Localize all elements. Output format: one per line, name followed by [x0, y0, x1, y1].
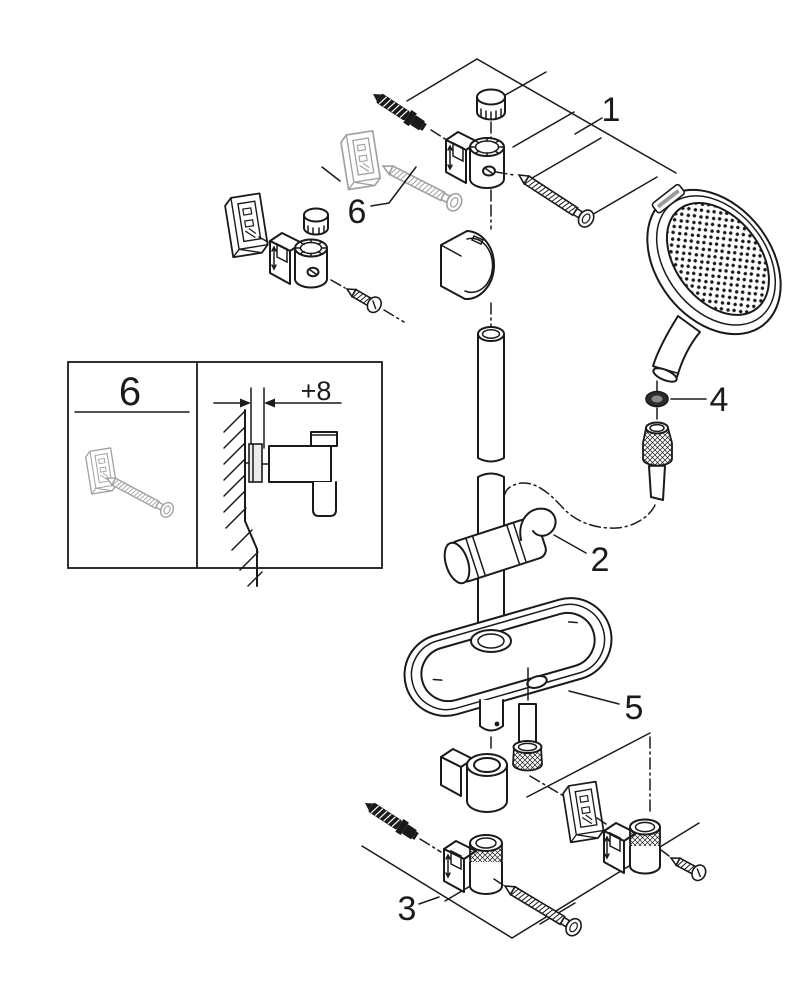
shower-rail-bottom-end: [479, 699, 504, 732]
mount-bracket-bottom: [443, 834, 503, 895]
group1-stair-lines: [499, 71, 658, 217]
clamp-cover: [440, 230, 495, 301]
holder-hook: [519, 507, 557, 541]
left-bracket-kit: [223, 192, 405, 323]
axis-dashdot: [383, 309, 405, 323]
wall-anchor-screw-bottom: [360, 796, 422, 844]
label2-leader: [553, 534, 587, 554]
label1-leader: [574, 117, 603, 135]
label3-leader: [418, 896, 440, 905]
short-screw-left: [342, 281, 385, 316]
axis-dashdot: [495, 171, 515, 176]
wall-bracket-right: [603, 818, 661, 875]
label6-bracket-line: [321, 166, 341, 182]
wall-plate-left: [223, 192, 270, 259]
group1-bracket-line: [406, 58, 677, 174]
rail-end-cap-top: [476, 88, 506, 121]
glide-element: [443, 507, 557, 585]
long-screw-bottom: [499, 877, 586, 940]
label-part3: 3: [398, 890, 417, 928]
wall-bracket-left: [269, 232, 328, 289]
wall-plate-right: [561, 780, 606, 844]
bottom-rail-bracket: [440, 748, 508, 813]
inset-assembly: [244, 431, 338, 517]
axis-dashdot: [330, 279, 346, 289]
label-part5: 5: [625, 689, 644, 727]
hose-washer: [645, 390, 669, 408]
hose-cone-nut: [642, 421, 673, 467]
soap-tray: [403, 597, 613, 717]
shower-rail: [477, 326, 505, 638]
long-screw-top: [513, 166, 598, 231]
inset-label-6: 6: [119, 370, 141, 414]
hand-shower: [646, 183, 782, 383]
label-part2: 2: [591, 541, 610, 579]
axis-dashdot: [596, 817, 607, 825]
top-bracket-kit: [368, 58, 677, 231]
rail-collar: [470, 629, 512, 653]
wall-anchor-screw-top: [368, 87, 430, 135]
inset-detail-box: [67, 361, 383, 587]
axis-dashdot: [430, 129, 451, 143]
short-screw-right: [666, 850, 710, 884]
inset-wall: [223, 409, 263, 587]
hose-bottom-end: [512, 667, 563, 796]
spacer-kit: [321, 129, 466, 215]
axis-dashdot: [660, 849, 670, 857]
label5-leader: [568, 690, 620, 705]
inset-label-offset: +8: [301, 376, 332, 406]
spacer-gray: [339, 129, 383, 191]
label-part6: 6: [348, 193, 367, 231]
label6-leader: [370, 166, 417, 207]
label-part4: 4: [710, 381, 729, 419]
label-part1: 1: [602, 91, 621, 129]
axis-dashdot: [419, 838, 442, 853]
inset-dimension: [213, 387, 342, 449]
shower-hose-top: [648, 465, 666, 501]
axis-dashdot: [493, 878, 504, 886]
wall-bracket-top: [445, 131, 505, 189]
group3-roof-line: [526, 732, 651, 798]
bottom-bracket-kit: [360, 732, 710, 940]
axis-dashdot: [258, 236, 269, 243]
rail-end-cap-left: [303, 207, 329, 236]
hand-shower-head: [646, 183, 782, 336]
hose-path-dashdot: [504, 482, 656, 529]
